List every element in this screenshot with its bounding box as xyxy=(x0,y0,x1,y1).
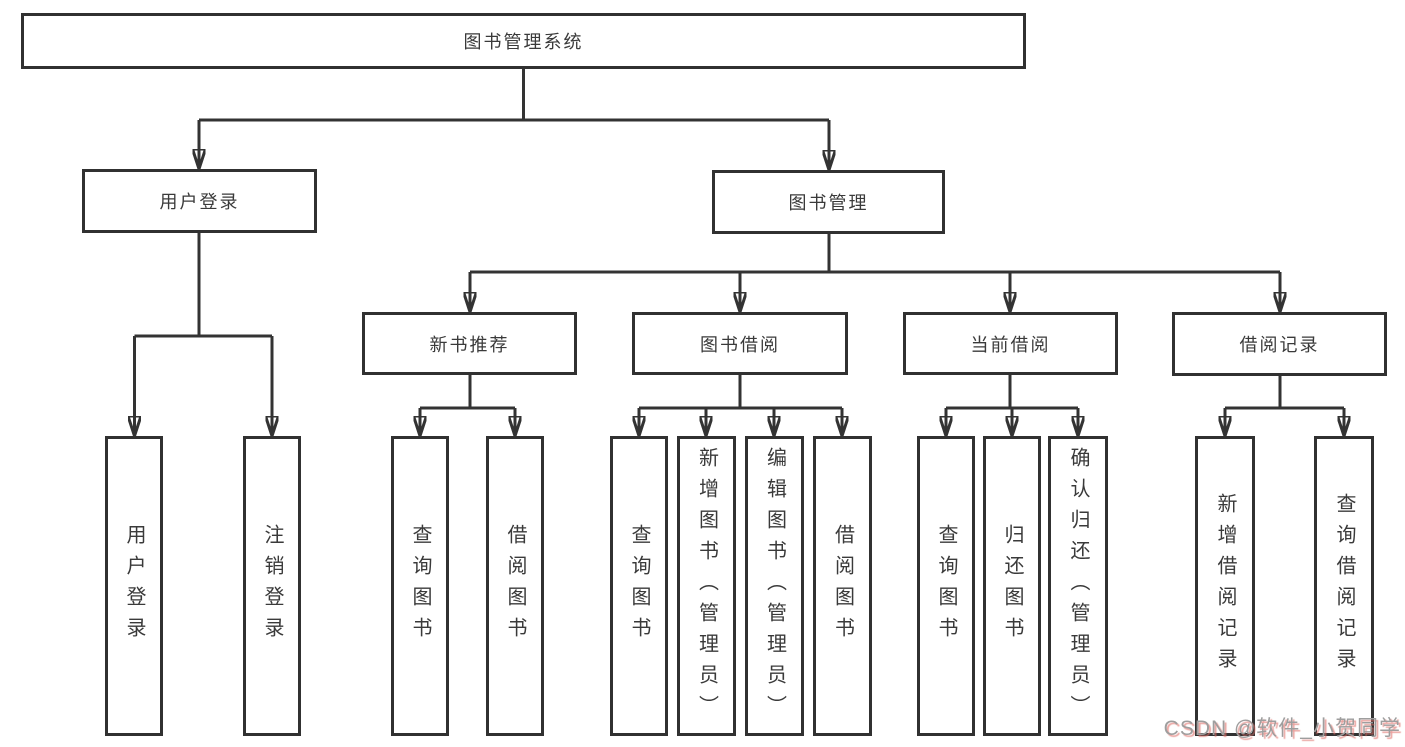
connector-root-branch xyxy=(199,69,829,122)
leaf-borrow-book: 借阅图书 xyxy=(813,436,872,736)
leaf-user-login: 用户登录 xyxy=(105,436,163,736)
leaf-query-book-borrow: 查询图书 xyxy=(610,436,668,736)
node-new-book-recommend: 新书推荐 xyxy=(362,312,577,375)
leaf-label: 归还图书 xyxy=(1001,524,1023,648)
leaf-label: 注销登录 xyxy=(261,524,283,648)
leaf-edit-book-admin: 编辑图书（管理员） xyxy=(745,436,804,736)
leaf-borrow-book-recommend: 借阅图书 xyxy=(486,436,544,736)
leaf-query-book-recommend: 查询图书 xyxy=(391,436,449,736)
node-label: 图书借阅 xyxy=(700,334,780,355)
connector-book-mgmt-branch xyxy=(470,234,1280,274)
leaf-label: 新增借阅记录 xyxy=(1214,493,1236,679)
leaf-confirm-return-admin: 确认归还（管理员） xyxy=(1048,436,1108,736)
node-label: 新书推荐 xyxy=(429,334,510,355)
node-label: 当前借阅 xyxy=(970,334,1051,355)
node-label: 图书管理系统 xyxy=(463,32,584,52)
connector-new-book-branch xyxy=(420,375,515,410)
leaf-query-borrow-record: 查询借阅记录 xyxy=(1314,436,1374,736)
node-label: 借阅记录 xyxy=(1239,335,1320,355)
connector-current-borrow-branch xyxy=(946,375,1078,410)
leaf-label: 借阅图书 xyxy=(504,524,526,648)
node-book-management: 图书管理 xyxy=(712,170,945,234)
connector-user-login-branch xyxy=(134,233,272,338)
node-user-login: 用户登录 xyxy=(82,169,317,233)
node-current-borrow: 当前借阅 xyxy=(903,312,1118,375)
leaf-label: 新增图书（管理员） xyxy=(695,446,718,726)
leaf-label: 借阅图书 xyxy=(831,524,854,648)
leaf-label: 编辑图书（管理员） xyxy=(763,446,786,726)
leaf-label: 查询图书 xyxy=(409,524,431,648)
node-book-borrow: 图书借阅 xyxy=(632,312,848,375)
leaf-label: 查询图书 xyxy=(628,524,650,648)
node-library-management-system: 图书管理系统 xyxy=(21,13,1026,69)
node-borrow-records: 借阅记录 xyxy=(1172,312,1387,376)
leaf-label: 查询图书 xyxy=(935,524,957,648)
leaf-logout: 注销登录 xyxy=(243,436,301,736)
node-label: 用户登录 xyxy=(159,192,240,212)
connector-borrow-records-branch xyxy=(1225,376,1344,410)
node-label: 图书管理 xyxy=(788,193,869,213)
leaf-query-book-current: 查询图书 xyxy=(917,436,975,736)
leaf-label: 确认归还（管理员） xyxy=(1067,446,1089,726)
csdn-watermark: CSDN @软件_小贺同学 xyxy=(1163,717,1401,740)
connector-book-borrow-branch xyxy=(639,375,842,410)
leaf-add-borrow-record: 新增借阅记录 xyxy=(1195,436,1255,736)
leaf-label: 用户登录 xyxy=(123,524,145,648)
leaf-add-book-admin: 新增图书（管理员） xyxy=(677,436,736,736)
leaf-label: 查询借阅记录 xyxy=(1333,493,1355,679)
leaf-return-book: 归还图书 xyxy=(983,436,1041,736)
